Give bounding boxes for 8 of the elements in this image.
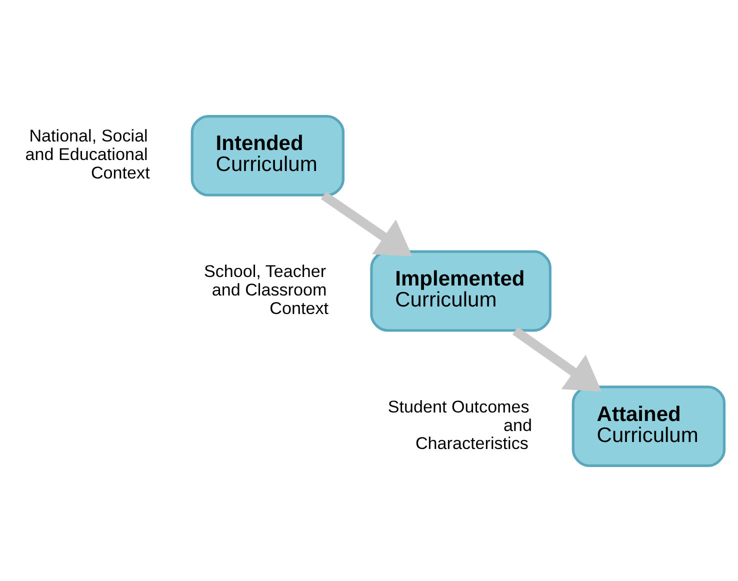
node-box: Attained Curriculum: [571, 385, 726, 467]
node-label: Student Outcomes and Characteristics: [387, 396, 532, 453]
node-label: National, Social and Educational Context: [24, 126, 150, 182]
arrow: [512, 326, 602, 392]
node-box: Intended Curriculum: [190, 114, 344, 196]
arrow: [320, 191, 412, 256]
node-label: School, Teacher and Classroom Context: [203, 262, 328, 318]
node-box: Implemented Curriculum: [370, 250, 551, 332]
